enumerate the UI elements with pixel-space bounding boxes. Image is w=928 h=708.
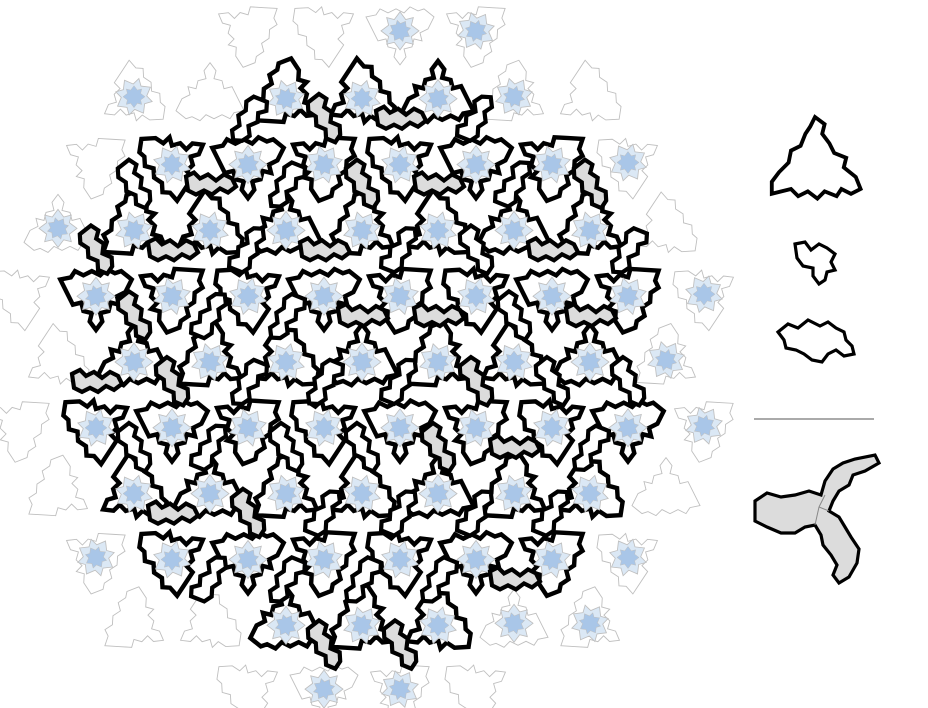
fringe-tile [201, 0, 287, 73]
tile-blue [388, 548, 412, 571]
tile-blue [464, 284, 488, 308]
fringe-tile [209, 642, 295, 708]
tile-blue [198, 219, 222, 242]
tile-gray [414, 173, 464, 195]
fringe-tile [631, 457, 701, 517]
tile-blue [502, 350, 526, 374]
tile-blue [274, 350, 298, 374]
legend-small-tile [793, 240, 838, 287]
tile-gray [300, 238, 350, 260]
tile-gray [528, 238, 578, 260]
fringe-tile [95, 581, 181, 671]
tile-white-connector [264, 290, 308, 344]
tile-gray [148, 502, 198, 524]
fringe-tile [543, 54, 629, 144]
fringe-tile [0, 247, 67, 337]
tile-blue [160, 153, 184, 176]
tile-blue [236, 284, 260, 308]
legend-three-arm-tile [753, 453, 882, 586]
tile-blue [350, 87, 374, 110]
fringe-tile [49, 115, 135, 205]
tile-blue [426, 219, 450, 242]
tile-white-connector [568, 422, 612, 476]
tile-blue [540, 416, 564, 440]
fringe-tile-blue [616, 546, 640, 569]
tile-blue [426, 614, 450, 637]
fringe-tile-blue [122, 85, 146, 108]
tile-gray [490, 567, 540, 589]
tile-gray [414, 304, 464, 326]
tile-white-connector [416, 554, 460, 608]
tile-blue [312, 416, 336, 440]
tile-gray [338, 304, 388, 326]
tile-gray [376, 107, 426, 129]
tile-gray [566, 304, 616, 326]
tile-blue [122, 482, 146, 505]
legend-wide-tile [775, 318, 856, 364]
fringe-tile-blue [692, 282, 716, 306]
tiling-core [56, 53, 667, 673]
legend [753, 114, 882, 586]
fringe-tile [175, 62, 245, 122]
tile-blue [578, 482, 602, 505]
tile-blue [84, 416, 108, 440]
tile-gray [148, 238, 198, 260]
legend-large-triangle-tile [769, 114, 864, 202]
fringe-tile [0, 378, 59, 468]
tile-gray [186, 173, 236, 195]
fringe-tile-blue [616, 151, 640, 174]
tile-gray [72, 370, 122, 392]
tile-blue [350, 482, 374, 505]
tile-blue [388, 153, 412, 176]
fringe-tile [19, 449, 105, 539]
tile-gray [490, 436, 540, 458]
tile-blue [160, 548, 184, 571]
fringe-tile [437, 642, 523, 708]
